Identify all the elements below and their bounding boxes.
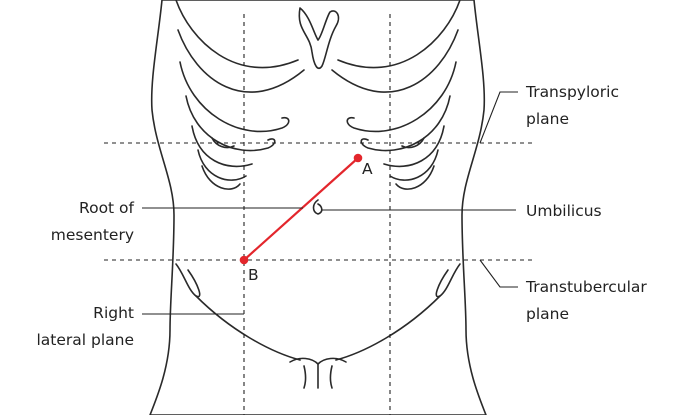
- transpyloric-plane-label: Transpyloric: [525, 83, 619, 101]
- point-b-marker: [240, 256, 249, 265]
- point-a-label: A: [362, 160, 373, 178]
- root-of-mesentery-line: [244, 158, 358, 260]
- left-ribs: [332, 0, 460, 189]
- pelvis: [176, 264, 460, 388]
- xiphoid-process: [299, 8, 338, 68]
- point-a-marker: [354, 154, 363, 163]
- transpyloric-plane-label-2: plane: [526, 110, 569, 128]
- right-lateral-plane-label: Right: [93, 304, 134, 322]
- transtubercular-plane-label: Transtubercular: [525, 278, 647, 296]
- umbilicus-mark: [314, 200, 322, 214]
- right-lateral-plane-label-2: lateral plane: [36, 331, 134, 349]
- point-b-label: B: [248, 266, 259, 284]
- root-of-mesentery-label: Root of: [79, 199, 135, 217]
- transtubercular-plane-label-2: plane: [526, 305, 569, 323]
- right-ribs: [176, 0, 304, 189]
- root-of-mesentery-label-2: mesentery: [51, 226, 134, 244]
- umbilicus-label: Umbilicus: [526, 202, 602, 220]
